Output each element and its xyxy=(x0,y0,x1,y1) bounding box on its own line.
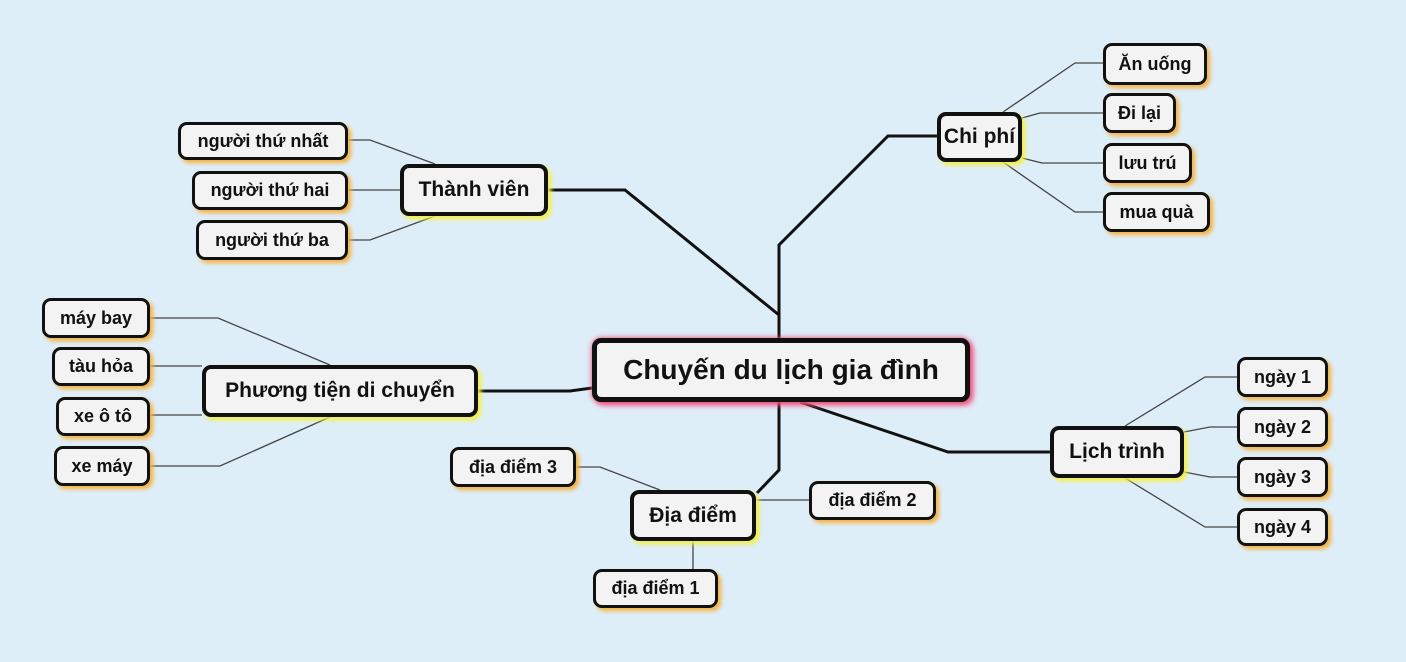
connector-dia-diem xyxy=(755,402,781,495)
node-mua-qua[interactable]: mua quà xyxy=(1103,192,1210,232)
node-di-lai[interactable]: Đi lại xyxy=(1103,93,1176,133)
connector-lich-trinh xyxy=(799,400,1050,454)
node-phuong-tien[interactable]: Phương tiện di chuyển xyxy=(202,365,478,417)
node-may-bay[interactable]: máy bay xyxy=(42,298,150,338)
node-dia-diem[interactable]: Địa điểm xyxy=(630,490,756,541)
node-chi-phi[interactable]: Chi phí xyxy=(937,112,1022,162)
node-nguoi-thu-nhat[interactable]: người thứ nhất xyxy=(178,122,348,160)
node-dia-diem-2[interactable]: địa điểm 2 xyxy=(809,481,936,520)
node-thanh-vien[interactable]: Thành viên xyxy=(400,164,548,216)
node-dia-diem-3[interactable]: địa điểm 3 xyxy=(450,447,576,487)
connector-thanh-vien xyxy=(548,188,780,317)
node-ngay-4[interactable]: ngày 4 xyxy=(1237,508,1328,546)
node-nguoi-thu-ba[interactable]: người thứ ba xyxy=(196,220,348,260)
node-ngay-3[interactable]: ngày 3 xyxy=(1237,457,1328,497)
node-nguoi-thu-hai[interactable]: người thứ hai xyxy=(192,171,348,210)
node-dia-diem-1[interactable]: địa điểm 1 xyxy=(593,569,718,608)
root-node[interactable]: Chuyến du lịch gia đình xyxy=(592,338,970,402)
node-tau-hoa[interactable]: tàu hỏa xyxy=(52,347,150,386)
node-ngay-2[interactable]: ngày 2 xyxy=(1237,407,1328,447)
node-xe-may[interactable]: xe máy xyxy=(54,446,150,486)
node-luu-tru[interactable]: lưu trú xyxy=(1103,143,1192,183)
connector-phuong-tien xyxy=(478,386,593,393)
node-ngay-1[interactable]: ngày 1 xyxy=(1237,357,1328,397)
node-lich-trinh[interactable]: Lịch trình xyxy=(1050,426,1184,478)
node-an-uong[interactable]: Ăn uống xyxy=(1103,43,1207,85)
node-xe-o-to[interactable]: xe ô tô xyxy=(56,397,150,436)
connector-chi-phi xyxy=(777,134,937,338)
